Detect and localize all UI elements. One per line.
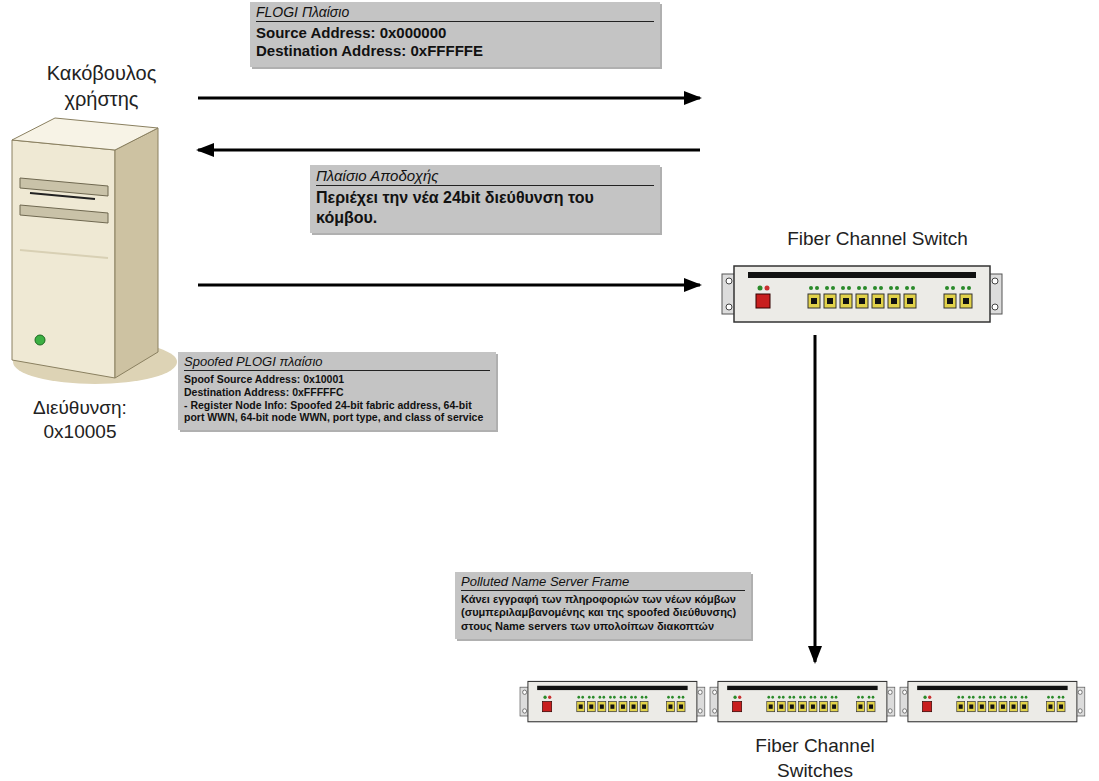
frame-field: Destination Address: 0xFFFFFC — [184, 386, 490, 399]
switch-symbol — [520, 681, 705, 721]
frame-box: Spoofed PLOGI πλαίσιοSpoof Source Addres… — [178, 352, 496, 430]
frame-box: FLOGI ΠλαίσιοSource Address: 0x000000Des… — [250, 2, 660, 67]
illustration-part — [35, 335, 45, 345]
node-label: Κακόβουλος χρήστης — [27, 60, 177, 112]
illustration-part — [30, 193, 95, 199]
message-arrow — [198, 149, 700, 152]
message-arrow — [198, 97, 700, 100]
illustration-part — [20, 250, 108, 258]
frame-title: Polluted Name Server Frame — [461, 574, 745, 591]
illustration-part — [115, 128, 158, 378]
node-label: Διεύθυνση: 0x10005 — [5, 396, 155, 445]
frame-title: FLOGI Πλαίσιο — [256, 4, 654, 22]
frame-field: Destination Address: 0xFFFFFE — [256, 42, 654, 60]
switch-symbol — [710, 681, 895, 721]
frame-field: Περιέχει την νέα 24bit διεύθυνση του κόμ… — [316, 188, 654, 227]
node-label: Fiber Channel Switch — [750, 228, 1005, 250]
frame-field: Spoof Source Address: 0x10001 — [184, 373, 490, 386]
switch-symbol — [900, 681, 1085, 721]
message-arrow — [814, 335, 817, 662]
illustration-part — [12, 140, 115, 378]
frame-field: - Register Node Info: Spoofed 24-bit fab… — [184, 399, 490, 425]
frame-title: Πλαίσιο Αποδοχής — [316, 167, 654, 186]
illustration-part — [12, 118, 158, 150]
frame-title: Spoofed PLOGI πλαίσιο — [184, 354, 490, 371]
illustration-part — [20, 205, 108, 223]
computer-illustration — [12, 118, 177, 384]
frame-box: Polluted Name Server FrameΚάνει εγγραφή … — [455, 572, 751, 639]
frame-field: Κάνει εγγραφή των πληροφοριών των νέων κ… — [461, 593, 745, 633]
switch-symbol — [722, 266, 1002, 322]
switch-node: Fiber Channel Switch — [700, 80, 1005, 335]
frame-box: Πλαίσιο ΑποδοχήςΠεριέχει την νέα 24bit δ… — [310, 165, 660, 233]
frame-field: Source Address: 0x000000 — [256, 24, 654, 42]
switch-group-node: Fiber Channel Switches — [515, 662, 1095, 780]
host-node: Κακόβουλος χρήστηςΔιεύθυνση: 0x10005 — [5, 60, 198, 445]
message-arrow — [198, 284, 700, 287]
node-label: Fiber Channel Switches — [735, 734, 895, 781]
